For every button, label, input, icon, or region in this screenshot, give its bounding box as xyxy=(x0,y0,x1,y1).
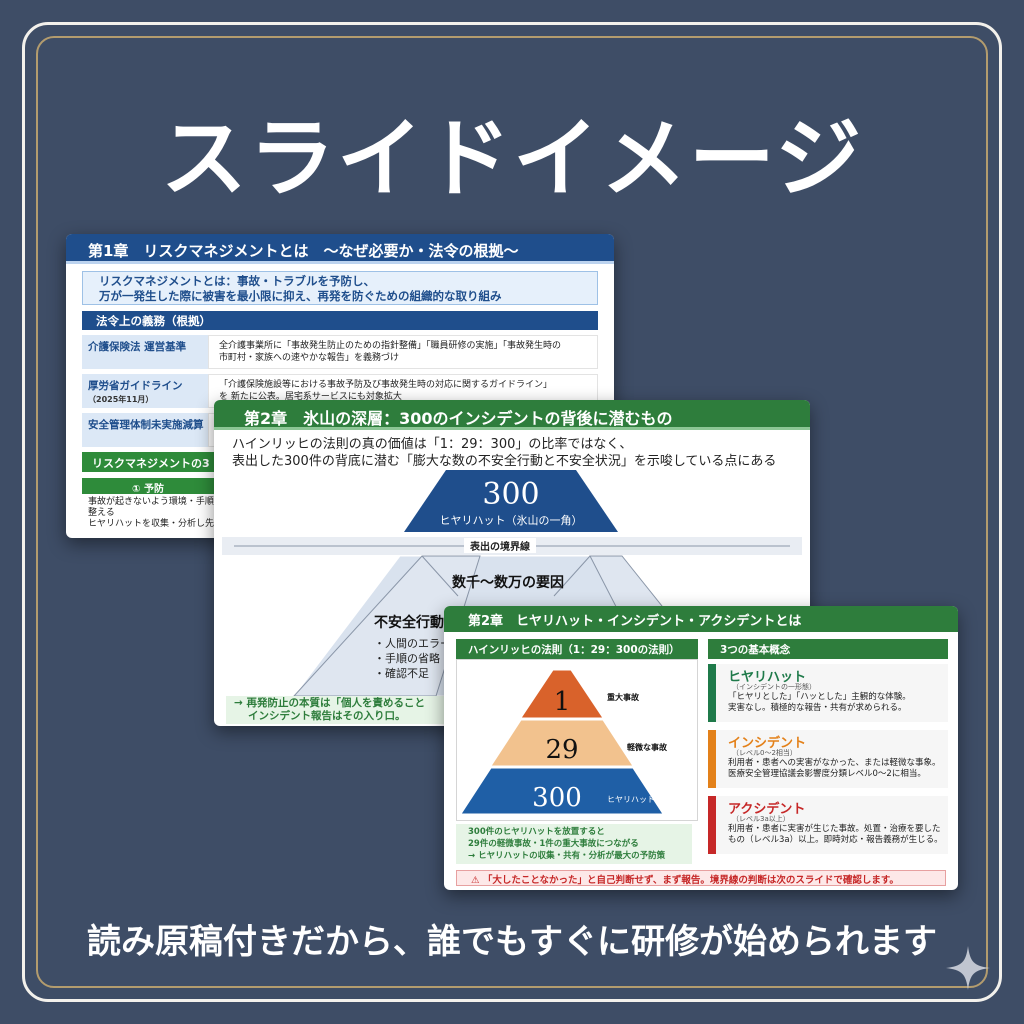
concept-card: ヒヤリハット （インシデントの一形態） 「ヒヤリとした」「ハッとした」主観的な体… xyxy=(708,664,948,722)
concept-subtitle: （インシデントの一形態） xyxy=(732,683,816,691)
caption-text: 読み原稿付きだから、誰でもすぐに研修が始められます xyxy=(87,922,937,962)
concept-subtitle: （レベル3a以上） xyxy=(732,815,790,823)
definition-line: リスクマネジメントとは：事故・トラブルを予防し、 xyxy=(99,274,375,288)
slide2-footer-note: → 再発防止の本質は「個人を責めること インシデント報告はその入り口。 xyxy=(226,696,456,724)
concept-color-bar xyxy=(708,796,716,854)
surface-border-label: 表出の境界線 xyxy=(464,538,536,553)
concept-title: アクシデント xyxy=(728,802,806,817)
slide1-header: 第1章 リスクマネジメントとは ～なぜ必要か・法令の根拠～ xyxy=(66,234,614,264)
concept-color-bar xyxy=(708,664,716,722)
concept-title: インシデント xyxy=(728,736,807,751)
law-row-text: 全介護事業所に「事故発生防止のための指針整備」「職員研修の実施」「事故発生時の市… xyxy=(208,335,598,369)
pyramid-value: 1 xyxy=(554,687,571,717)
slide1-section-heading: 法令上の義務（根拠） xyxy=(82,311,598,330)
concept-description: 利用者・患者に実害が生じた事故。処置・治療を要したもの（レベル3a）以上。即時対… xyxy=(728,824,943,845)
pyramid-layer-nearmiss xyxy=(460,767,664,815)
law-row-label: 厚労省ガイドライン（2025年11月） xyxy=(82,374,208,408)
law-row: 介護保険法 運営基準 全介護事業所に「事故発生防止のための指針整備」「職員研修の… xyxy=(82,335,598,369)
list-item: ・人間のエラー xyxy=(374,637,451,650)
iceberg-tip-label: ヒヤリハット（氷山の一角） xyxy=(440,514,583,527)
concept-card: インシデント （レベル0～2相当） 利用者・患者への実害がなかった、または軽微な… xyxy=(708,730,948,788)
slide1-definition: リスクマネジメントとは：事故・トラブルを予防し、 万が一発生した際に被害を最小限… xyxy=(82,271,598,305)
report-warning: ⚠ 「大したことなかった」と自己判断せず、まず報告。境界線の判断は次のスライドで… xyxy=(456,870,946,886)
concept-subtitle: （レベル0～2相当） xyxy=(732,749,797,757)
prevention-label: ① 予防 xyxy=(82,478,222,495)
page-title: スライドイメージ xyxy=(160,109,864,209)
slide3-header: 第2章 ヒヤリハット・インシデント・アクシデントとは xyxy=(444,606,958,632)
pyramid-layer-minor xyxy=(490,719,634,767)
law-row-label: 介護保険法 運営基準 xyxy=(82,335,208,369)
concept-description: 利用者・患者への実害がなかった、または軽微な事象。医療安全管理協議会影響度分類レ… xyxy=(728,758,941,779)
unsafe-act-label: 不安全行動 xyxy=(374,615,444,631)
slide-thumbnail-chapter2-definitions[interactable]: 第2章 ヒヤリハット・インシデント・アクシデントとは ハインリッヒの法則（1：2… xyxy=(444,606,958,890)
heinrich-heading: ハインリッヒの法則（1：29：300の法則） xyxy=(456,639,698,659)
pyramid-label: ヒヤリハット xyxy=(607,795,655,804)
pyramid-label: 重大事故 xyxy=(607,692,640,702)
law-row: 厚労省ガイドライン（2025年11月） 「介護保険施設等における事故予防及び事故… xyxy=(82,374,598,408)
sparkle-icon xyxy=(946,946,990,990)
concept-description: 「ヒヤリとした」「ハッとした」主観的な体験。実害なし。積極的な報告・共有が求めら… xyxy=(728,692,911,713)
outer-frame xyxy=(22,22,1002,1002)
pyramid-layer-serious xyxy=(520,669,604,719)
concept-color-bar xyxy=(708,730,716,788)
pyramid-label: 軽微な事故 xyxy=(627,742,668,752)
law-row-label: 安全管理体制未実施減算 xyxy=(82,413,208,447)
definition-line: 万が一発生した際に被害を最小限に抑え、再発を防ぐための組織的な取り組み xyxy=(99,289,502,303)
heinrich-pyramid: 1 29 300 重大事故 軽微な事故 ヒヤリハット xyxy=(460,669,668,815)
concept-title: ヒヤリハット xyxy=(728,670,807,685)
factors-label: 数千～数万の要因 xyxy=(452,575,564,591)
slide2-header: 第2章 氷山の深層：300のインシデントの背後に潜むもの xyxy=(214,400,810,430)
slide2-intro: ハインリッヒの法則の真の価値は「1：29：300」の比率ではなく、 表出した30… xyxy=(232,437,777,469)
pyramid-value: 29 xyxy=(545,735,578,765)
list-item: ・手順の省略 xyxy=(374,652,440,665)
prevention-text: 事故が起きないよう環境・手順・ 整える ヒヤリハットを収集・分析し先手 xyxy=(88,497,224,529)
list-item: ・確認不足 xyxy=(374,667,429,680)
inner-frame xyxy=(36,36,988,988)
heinrich-note: 300件のヒヤリハットを放置すると 29件の軽微事故・1件の重大事故につながる … xyxy=(456,824,692,864)
iceberg-tip-number: 300 xyxy=(482,477,539,512)
unsafe-act-list: ・人間のエラー ・手順の省略 ・確認不足 xyxy=(374,636,451,681)
concept-card: アクシデント （レベル3a以上） 利用者・患者に実害が生じた事故。処置・治療を要… xyxy=(708,796,948,854)
concepts-heading: 3つの基本概念 xyxy=(708,639,948,659)
pyramid-value: 300 xyxy=(532,783,582,813)
pyramid-box: 1 29 300 重大事故 軽微な事故 ヒヤリハット xyxy=(456,659,698,821)
